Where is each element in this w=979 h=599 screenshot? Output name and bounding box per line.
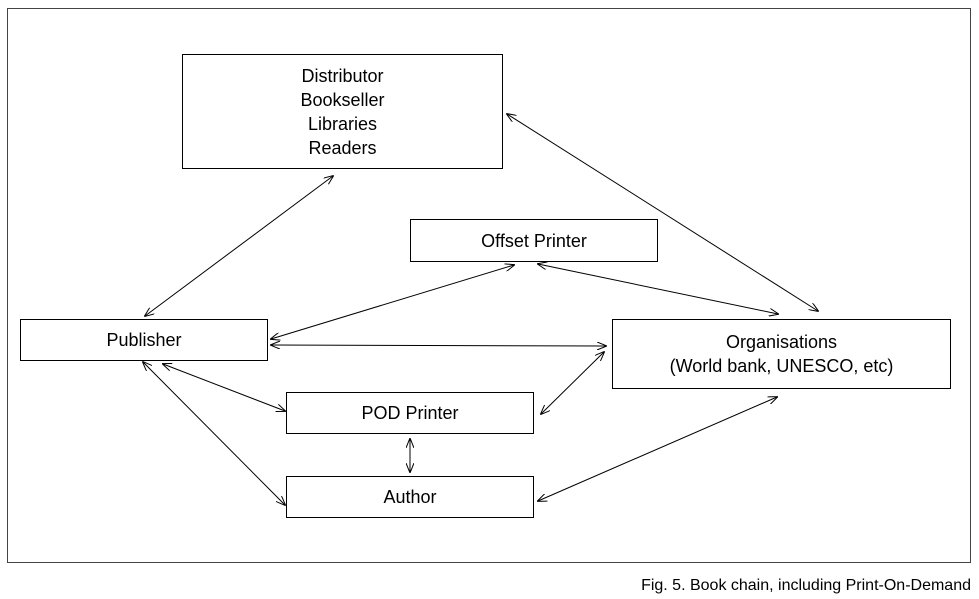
distributor-label: Distributor [301,65,384,86]
edge-author-organisations [538,397,777,501]
bookseller-label: Bookseller [300,89,385,110]
author-box: Author [286,476,534,518]
edge-publisher-pod-printer [163,364,285,411]
offset-printer-label: Offset Printer [481,230,587,251]
libraries-label: Libraries [307,113,378,134]
readers-label: Readers [308,137,377,158]
edge-pod-printer-organisations [541,352,604,414]
figure-caption: Fig. 5. Book chain, including Print-On-D… [641,577,971,594]
organisations-box: Organisations (World bank, UNESCO, etc) [612,319,951,389]
edge-distributor-group-organisations [507,114,818,311]
offset-printer-box: Offset Printer [410,219,658,262]
distributor-box: Distributor Bookseller Libraries Readers [182,54,503,169]
publisher-label: Publisher [106,330,182,350]
organisations-examples-label: (World bank, UNESCO, etc) [669,356,894,376]
diagram-frame [7,8,971,563]
organisations-label: Organisations [725,332,838,352]
edge-distributor-group-publisher [145,176,333,316]
publisher-box: Publisher [20,319,268,361]
pod-printer-label: POD Printer [361,403,459,423]
edge-publisher-author [143,362,285,505]
edge-offset-printer-organisations [538,264,778,314]
pod-printer-box: POD Printer [286,392,534,434]
author-label: Author [383,487,437,507]
edge-offset-printer-publisher [271,265,514,339]
edge-publisher-organisations [271,345,606,346]
